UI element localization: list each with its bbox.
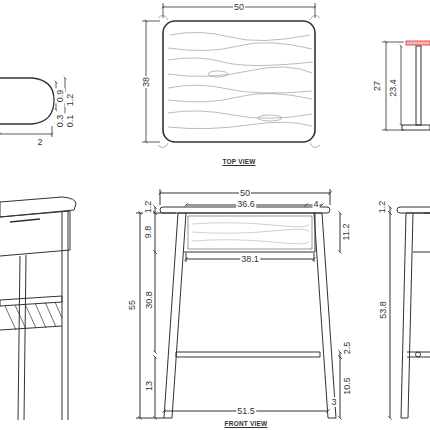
dimension-label: 13 — [144, 380, 154, 392]
dimension-label: 55 — [127, 299, 137, 311]
dimension-label: 9.8 — [143, 225, 153, 240]
view-title: TOP VIEW — [221, 157, 256, 167]
dimension-label: 10.5 — [342, 376, 352, 396]
dimension-label: 36.6 — [236, 199, 256, 209]
dimension-label: 1.2 — [143, 200, 153, 215]
dimension-label: 23.4 — [388, 78, 398, 98]
dimension-label: 0.3 — [55, 114, 65, 129]
dimension-label: 11.2 — [341, 223, 351, 242]
perspective-view — [0, 197, 76, 420]
edge-profile — [0, 78, 65, 137]
side-view — [390, 207, 430, 418]
dimension-label: 0.1 — [65, 114, 75, 129]
front-view — [136, 189, 340, 418]
dimension-label: 1.2 — [377, 200, 387, 215]
dimension-label: 38 — [141, 76, 151, 88]
dimension-label: 53.8 — [378, 300, 388, 320]
side-detail — [382, 41, 430, 130]
dimension-label: 38.1 — [240, 254, 260, 264]
dimension-label: 1.2 — [65, 93, 75, 108]
dimension-label: 2 — [36, 137, 43, 147]
dimension-label: 2.5 — [342, 341, 352, 356]
dimension-label: 0.9 — [55, 89, 65, 104]
dimension-label: 4 — [312, 199, 319, 209]
top-view — [142, 3, 320, 148]
dimension-label: 51.5 — [236, 406, 256, 416]
dimension-label: 50 — [233, 2, 245, 12]
dimension-label: 3 — [330, 397, 337, 407]
view-title: FRONT VIEW — [224, 419, 269, 429]
dimension-label: 27 — [372, 80, 382, 92]
dimension-label: 30.8 — [144, 290, 154, 310]
dimension-label: 50 — [239, 188, 251, 198]
